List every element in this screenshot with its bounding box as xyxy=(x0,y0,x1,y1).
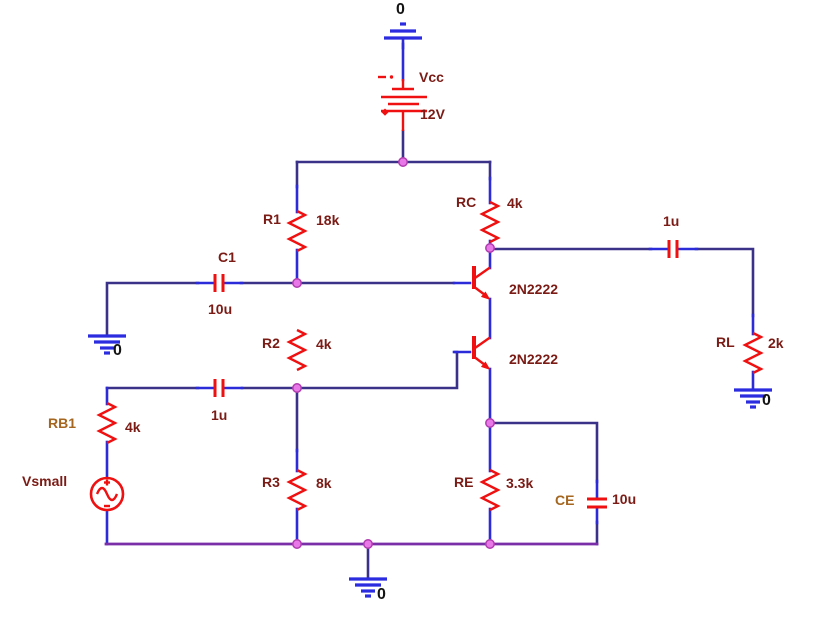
rc-value-label: 4k xyxy=(507,195,523,211)
rc-name-label: RC xyxy=(456,194,477,210)
r1-name-label: R1 xyxy=(263,211,281,227)
r2-name-label: R2 xyxy=(262,335,280,351)
c1-name-label: C1 xyxy=(218,249,236,265)
re-name-label: RE xyxy=(454,474,474,490)
vsmall-ac-source-symbol[interactable] xyxy=(89,476,125,512)
vsmall-name-label: Vsmall xyxy=(22,473,68,489)
ground-symbol-load[interactable] xyxy=(734,388,772,409)
resistor-RL[interactable] xyxy=(742,331,764,375)
r1-value-label: 18k xyxy=(316,212,340,228)
vcc-name-label: Vcc xyxy=(419,69,444,85)
ground-symbol-bottom[interactable] xyxy=(349,577,387,598)
vcc-battery-symbol[interactable] xyxy=(378,75,427,131)
re-value-label: 3.3k xyxy=(506,475,534,491)
ground-symbol-top[interactable] xyxy=(384,22,422,50)
resistor-R3[interactable] xyxy=(286,468,308,512)
rl-value-label: 2k xyxy=(768,335,784,351)
wires xyxy=(105,129,755,580)
q1-part-label: 2N2222 xyxy=(509,281,559,297)
rb1-value-label: 4k xyxy=(125,419,141,435)
resistor-RB1[interactable] xyxy=(96,401,118,445)
capacitor-output-1u[interactable] xyxy=(667,240,679,258)
rl-name-label: RL xyxy=(716,334,735,350)
rb1-name-label: RB1 xyxy=(48,415,77,431)
cout-value-label: 1u xyxy=(663,213,680,229)
c1-value-label: 10u xyxy=(208,301,233,317)
transistor-Q2[interactable] xyxy=(472,336,491,370)
ground-label-load: 0 xyxy=(762,392,771,409)
capacitor-input-1u[interactable] xyxy=(213,379,225,397)
r3-name-label: R3 xyxy=(262,474,280,490)
vcc-value-label: 12V xyxy=(420,106,445,122)
resistor-R2[interactable] xyxy=(286,328,308,372)
ce-name-label: CE xyxy=(555,492,575,508)
transistor-Q1[interactable] xyxy=(472,266,491,300)
ground-label-bottom: 0 xyxy=(377,586,386,603)
cin-value-label: 1u xyxy=(211,407,228,423)
q2-part-label: 2N2222 xyxy=(509,351,559,367)
r3-value-label: 8k xyxy=(316,475,332,491)
capacitor-CE[interactable] xyxy=(587,497,607,509)
resistor-R1[interactable] xyxy=(286,209,308,253)
ground-label-input: 0 xyxy=(113,342,122,359)
ce-value-label: 10u xyxy=(612,491,637,507)
ground-label-top: 0 xyxy=(396,1,405,18)
junction-dots xyxy=(292,157,495,549)
component-leads xyxy=(105,42,755,546)
capacitor-C1[interactable] xyxy=(213,274,225,292)
ground-symbol-input[interactable] xyxy=(88,334,126,355)
r2-value-label: 4k xyxy=(316,336,332,352)
resistor-RC[interactable] xyxy=(479,200,501,244)
resistor-RE[interactable] xyxy=(479,468,501,512)
